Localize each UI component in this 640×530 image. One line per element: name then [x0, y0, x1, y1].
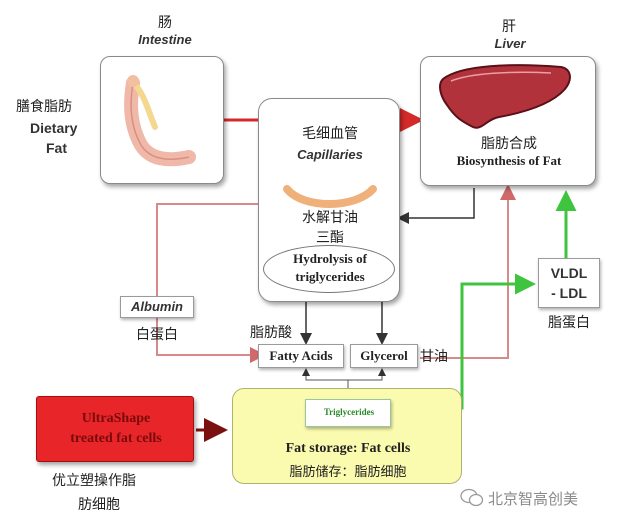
ultrashape-cn-line2: 肪细胞 [78, 497, 120, 513]
albumin-box: Albumin [120, 296, 194, 318]
fatty-acids-box: Fatty Acids [258, 344, 344, 368]
vldl-line2: - LDL [551, 285, 587, 301]
dietary-fat-en-line2: Fat [46, 140, 67, 156]
hydrolysis-cn-line2: 三酯 [316, 230, 344, 246]
watermark-text: 北京智高创美 [488, 490, 579, 508]
albumin-cn: 白蛋白 [136, 327, 178, 343]
storage-to-fatty-acids-arrow [302, 368, 349, 388]
vldl-box: VLDL - LDL [538, 258, 600, 308]
fat-storage-en: Fat storage: Fat cells [285, 441, 411, 456]
ultrashape-line2: treated fat cells [70, 431, 162, 446]
storage-to-glycerol-arrow [347, 368, 386, 388]
capillaries-en: Capillaries [297, 147, 363, 162]
capillaries-box: 毛细血管 Capillaries 水解甘油 三酯 Hydrolysis of t… [258, 98, 400, 302]
vldl-cn: 脂蛋白 [548, 315, 590, 331]
watermark: 北京智高创美 [460, 486, 636, 510]
dietary-fat-cn: 膳食脂肪 [16, 99, 72, 115]
intestine-icon [124, 75, 196, 167]
liver-label-cn: 肝 [502, 19, 516, 35]
intestine-label-cn: 肠 [158, 15, 172, 31]
wechat-icon [460, 488, 484, 507]
ultrashape-cn-line1: 优立塑操作脂 [52, 473, 136, 489]
dietary-fat-en-line1: Dietary [30, 120, 78, 136]
fat-storage-box: Triglycerides Fat storage: Fat cells 脂肪储… [232, 388, 462, 484]
hydrolysis-en-line1: Hydrolysis of [293, 251, 367, 266]
hydrolysis-cn-line1: 水解甘油 [302, 210, 358, 226]
liver-box: 脂肪合成 Biosynthesis of Fat [420, 56, 596, 186]
fatty-acids-cn: 脂肪酸 [250, 325, 292, 341]
biosynthesis-en: Biosynthesis of Fat [456, 153, 562, 168]
capillaries-cn: 毛细血管 [302, 126, 358, 142]
intestine-label-en: Intestine [138, 32, 192, 47]
ultrashape-line1: UltraShape [81, 411, 151, 426]
vldl-line1: VLDL [550, 265, 588, 281]
liver-label-en: Liver [494, 36, 526, 51]
ultrashape-box: UltraShape treated fat cells [36, 396, 194, 462]
glycerol-to-liver-line [420, 184, 516, 359]
capillary-icon [283, 185, 377, 208]
hydrolysis-en-line2: triglycerides [295, 269, 365, 284]
triglycerides-box: Triglycerides [305, 399, 391, 427]
biosynthesis-cn: 脂肪合成 [481, 136, 537, 152]
intestine-box [100, 56, 224, 184]
glycerol-box: Glycerol [350, 344, 418, 368]
fat-storage-cn: 脂肪储存：脂肪细胞 [289, 465, 407, 480]
hydrolysis-ellipse [263, 245, 395, 293]
triglycerides-label: Triglycerides [323, 407, 375, 417]
albumin-loop-line [156, 203, 266, 363]
glycerol-cn: 甘油 [420, 349, 448, 365]
liver-to-capillaries-arrow [397, 188, 475, 224]
liver-icon [439, 64, 571, 129]
